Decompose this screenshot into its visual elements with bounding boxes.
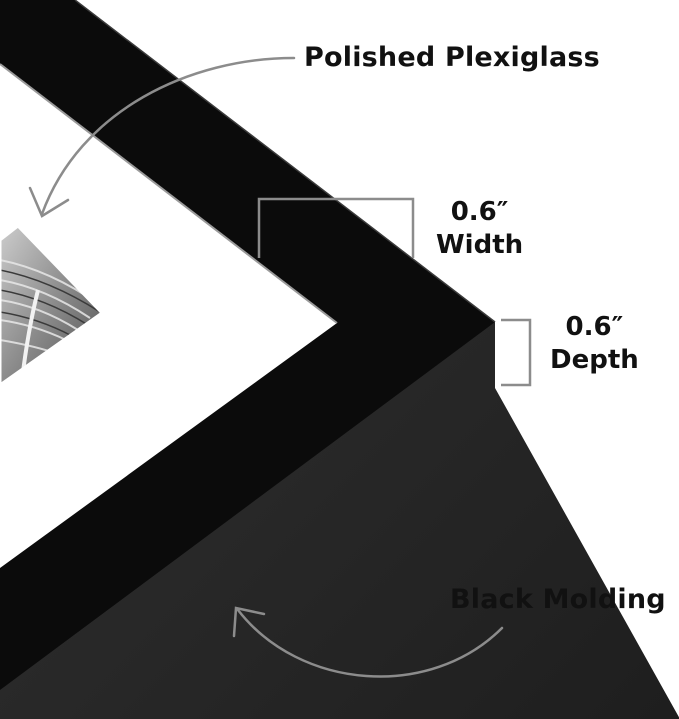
width-label: Width [436,229,524,260]
molding-label: Black Molding [450,584,666,615]
curved-arrow-icon [28,56,296,218]
width-value: 0.6″ [450,197,509,227]
depth-callout: 0.6″ Depth [550,311,639,376]
mat-bevel [0,63,338,324]
dimension-bracket-icon [257,197,415,258]
photo-border [0,223,105,387]
white-mat [0,64,337,568]
width-callout: 0.6″ Width [436,196,523,261]
curved-arrow-icon [232,606,504,678]
depth-value: 0.6″ [565,312,624,342]
dimension-bracket-icon [501,318,532,387]
frame-edge-highlight [74,0,496,323]
depth-label: Depth [550,344,639,375]
plexiglass-label: Polished Plexiglass [304,42,600,73]
